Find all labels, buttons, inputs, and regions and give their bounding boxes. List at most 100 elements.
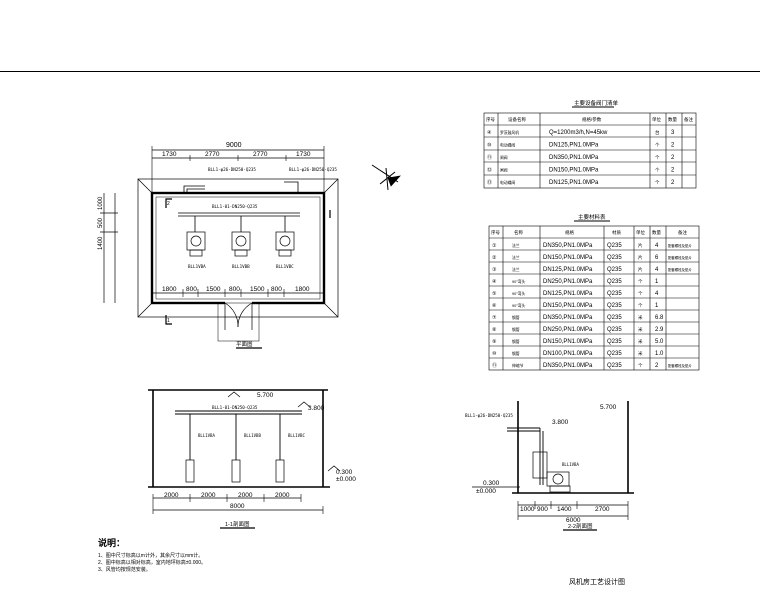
s11-elev-top: 5.700 — [257, 392, 274, 399]
drawing-frame — [0, 71, 760, 608]
plan-unit-label: BLL1VBA — [188, 264, 206, 269]
s22-dim: 900 — [537, 506, 548, 513]
material-table-cell: 配套螺栓及垫片 — [668, 243, 692, 248]
equip-table-cell: 3 — [671, 130, 675, 136]
plan-unit-label: BLL1VBB — [232, 264, 250, 269]
plan-section-marker: 2 — [167, 201, 170, 207]
s11-blower — [185, 459, 195, 483]
s22-dim: 1000 — [520, 506, 535, 513]
plan-left-dim: 500 — [98, 217, 104, 228]
plan-roof-corner — [323, 302, 339, 318]
s11-dim: 2000 — [201, 492, 216, 499]
material-table-cell: 4 — [655, 243, 659, 249]
material-table-cell: 5.0 — [655, 339, 664, 345]
s11-main-pipe — [175, 410, 302, 415]
svg-text:序号: 序号 — [491, 229, 500, 236]
equip-table-cell: ④ — [487, 130, 492, 136]
equip-table-cell: 闸阀 — [500, 168, 508, 173]
material-table-cell: 配套螺栓及垫片 — [668, 255, 692, 260]
plan-roof-corner — [137, 178, 153, 194]
elev-marker — [297, 401, 311, 408]
material-table-cell: 钢管 — [512, 351, 520, 356]
equip-table-cell: 闸阀 — [500, 155, 508, 160]
blower-unit — [186, 231, 206, 257]
material-table-cell: 1 — [655, 303, 659, 309]
equip-table-cell: DN150,PN1.0MPa — [549, 168, 599, 174]
s11-elev-floor: ±0.000 — [336, 476, 356, 483]
s11-blower-label: BLL1VBA — [198, 433, 215, 438]
plan-step — [217, 302, 260, 342]
material-table-cell: 6.8 — [655, 315, 664, 321]
notes-line: 3、风管均按规范安装。 — [98, 566, 151, 573]
equip-table-header: 序号 设备名称 规格/参数 单位 数量 备注 — [486, 116, 693, 123]
plan-pipe-tag: BLL1-φ26-DN250-Q235 — [208, 167, 256, 172]
material-table-cell: 钢管 — [512, 339, 520, 344]
material-table-cell: 片 — [638, 242, 643, 249]
equip-table-cell: 个 — [655, 168, 660, 173]
s11-blower — [275, 459, 285, 483]
section-marker — [165, 315, 172, 325]
plan-bottom-dim: 1800 — [295, 286, 310, 293]
material-table-cell: DN150,PN1.0MPa — [543, 255, 593, 261]
plan-dim-seg: 1730 — [296, 151, 311, 158]
material-table-cell: DN125,PN1.0MPa — [543, 291, 593, 297]
material-table-cell: 个 — [638, 291, 643, 296]
plan-branch-pipes — [194, 216, 286, 232]
material-table-cell: DN350,PN1.0MPa — [543, 363, 593, 369]
svg-text:数量: 数量 — [668, 116, 677, 123]
equip-table-cell: DN125,PN1.0MPa — [549, 180, 599, 186]
svg-text:规格: 规格 — [565, 229, 574, 236]
svg-text:单位: 单位 — [652, 116, 661, 123]
equip-table-cell: 台 — [655, 129, 660, 136]
s11-elev-mid: 3.800 — [308, 405, 325, 412]
drawing-title: 风机房工艺设计图 — [569, 577, 625, 586]
material-table-cell: 法兰 — [512, 243, 520, 248]
plan-roof-corner — [323, 178, 339, 194]
notes-line: 2、图中标高以相对标高，室内地坪标高±0.000。 — [98, 559, 206, 566]
material-table-cell: 法兰 — [512, 267, 520, 272]
s11-blower-label: BLL1VBC — [288, 433, 305, 438]
plan-dim-seg: 1730 — [162, 151, 177, 158]
equip-table-cell: 个 — [655, 180, 660, 185]
material-table-cell: 配套螺栓及垫片 — [668, 363, 692, 368]
plan-section-marker: 1 — [167, 318, 170, 324]
material-table-cell: Q235 — [607, 351, 622, 357]
plan-bottom-dim: 800 — [229, 286, 240, 293]
s22-total-dim: 6000 — [566, 517, 581, 524]
s11-dim: 2000 — [275, 492, 290, 499]
material-table-cell: 90°弯头 — [512, 291, 526, 296]
material-table-cell: ⑨ — [492, 339, 497, 345]
material-table-cell: DN250,PN1.0MPa — [543, 327, 593, 333]
plan-pipe-tag: BLL1-01-DN250-Q235 — [212, 204, 258, 209]
equip-table-cell: DN125,PN1.0MPa — [549, 143, 599, 149]
equip-table-cell: 罗茨鼓风机 — [500, 130, 519, 135]
material-table-cell: 米 — [638, 338, 643, 345]
s22-silencer — [532, 451, 548, 479]
notes-heading: 说明： — [98, 537, 125, 548]
plan-outer-roof — [137, 178, 339, 318]
elev-marker — [327, 465, 341, 472]
svg-text:材质: 材质 — [612, 229, 621, 236]
equip-table-cell: ⑩ — [487, 143, 492, 149]
plan-view — [100, 146, 339, 349]
s11-title: 1-1剖面图 — [225, 520, 250, 528]
notes-line: 1、图中尺寸标高以m计外，其余尺寸以mm计。 — [98, 552, 203, 559]
s22-dim: 2700 — [595, 506, 610, 513]
material-table-cell: 个 — [638, 303, 643, 308]
equip-table-cell: 2 — [671, 180, 675, 186]
material-table-cell: 90°弯头 — [512, 303, 526, 308]
s22-title: 2-2剖面图 — [568, 522, 593, 530]
equip-table-cell: DN350,PN1.0MPa — [549, 155, 599, 161]
plan-door-swing — [237, 302, 253, 328]
material-table-cell: DN100,PN1.0MPa — [543, 351, 593, 357]
equip-table-cell: 个 — [655, 143, 660, 148]
svg-text:备注: 备注 — [684, 116, 693, 123]
material-table-cell: DN150,PN1.0MPa — [543, 339, 593, 345]
section-marker — [165, 198, 172, 208]
s22-pipe-tag: BLL1-φ26-DN250-Q235 — [465, 413, 513, 418]
equip-table-cell: Q=1200m3/h,N=45kw — [549, 130, 608, 136]
plan-bottom-dim: 800 — [186, 286, 197, 293]
